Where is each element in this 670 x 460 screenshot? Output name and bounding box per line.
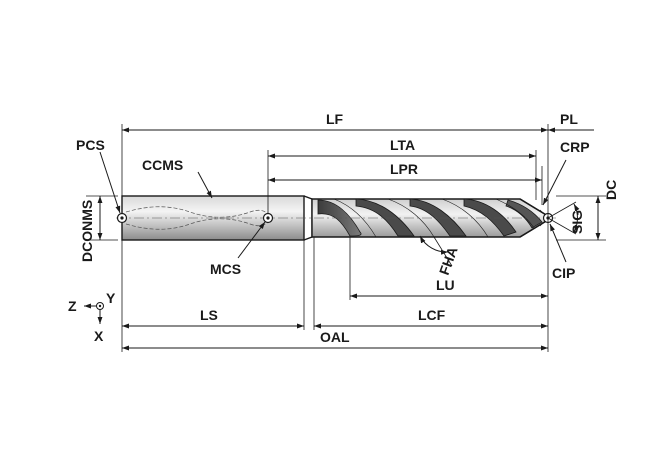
flute-groove — [355, 198, 415, 237]
label-dconms: DCONMS — [79, 200, 95, 262]
label-lpr: LPR — [390, 161, 418, 177]
label-pl: PL — [560, 111, 578, 127]
flute-groove — [463, 198, 517, 237]
label-lcf: LCF — [418, 307, 446, 323]
flute-groove — [409, 198, 467, 237]
pcs-marker — [116, 212, 128, 224]
label-lu: LU — [436, 277, 455, 293]
label-lta: LTA — [390, 137, 415, 153]
label-fha: FHA — [436, 245, 461, 278]
coolant-channel — [125, 218, 269, 230]
leader-pcs — [99, 151, 121, 214]
axis-label-y: Y — [106, 290, 116, 306]
label-mcs: MCS — [210, 261, 241, 277]
coolant-channel — [125, 206, 269, 218]
leader-mcs — [237, 221, 266, 259]
leader-ccms — [197, 171, 213, 199]
coordinate-axes-icon: Z Y X — [68, 290, 116, 344]
dimension-lines — [97, 127, 601, 351]
dimension-labels: LF PL PCS LTA CRP CCMS LPR DC DCONMS SIG… — [76, 111, 619, 345]
label-sig: SIG — [569, 210, 585, 234]
label-oal: OAL — [320, 329, 350, 345]
label-lf: LF — [326, 111, 344, 127]
axis-label-x: X — [94, 328, 104, 344]
dim-fha — [419, 235, 449, 255]
leader-cip — [549, 223, 567, 263]
mcs-marker — [262, 212, 274, 224]
label-ls: LS — [200, 307, 218, 323]
label-crp: CRP — [560, 139, 590, 155]
label-dc: DC — [603, 180, 619, 200]
label-cip: CIP — [552, 265, 575, 281]
leader-lines — [99, 151, 567, 263]
label-pcs: PCS — [76, 137, 105, 153]
extension-lines — [86, 124, 606, 352]
leader-crp — [542, 159, 567, 206]
axis-label-z: Z — [68, 298, 77, 314]
flute-groove — [505, 199, 543, 229]
drill-body — [116, 195, 556, 241]
label-ccms: CCMS — [142, 157, 183, 173]
dim-sig — [573, 203, 580, 233]
